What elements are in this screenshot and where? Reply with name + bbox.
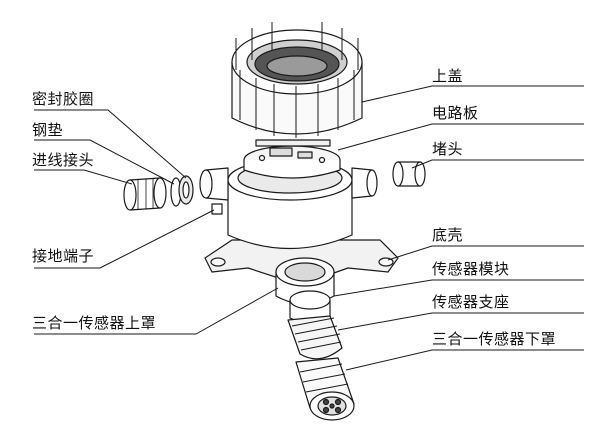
leader-bottom-shell xyxy=(387,245,584,261)
leader-sensor-upper-cover xyxy=(34,287,279,335)
label-sensor-bracket: 传感器支座 xyxy=(432,293,510,311)
leader-steel-washer xyxy=(34,139,175,185)
leader-ground-terminal xyxy=(34,209,215,269)
leader-sensor-module xyxy=(333,279,584,297)
sensor-lower-cover-part xyxy=(295,357,355,421)
leader-sensor-lower-cover xyxy=(345,349,584,371)
sensor-module-part xyxy=(289,290,331,324)
label-bottom-shell: 底壳 xyxy=(432,226,464,244)
seal-ring-part xyxy=(178,175,194,205)
label-cable-gland: 进线接头 xyxy=(32,151,95,169)
circuit-board-part xyxy=(243,139,341,179)
label-top-cover: 上盖 xyxy=(432,67,464,85)
leader-sensor-bracket xyxy=(337,312,584,331)
label-sensor-module: 传感器模块 xyxy=(432,260,510,278)
leader-plug xyxy=(411,159,584,169)
label-steel-washer: 钢垫 xyxy=(32,121,64,139)
leader-seal-ring xyxy=(34,109,187,179)
leader-circuit-board xyxy=(337,123,584,151)
plug-part xyxy=(392,161,426,187)
leader-top-cover xyxy=(361,85,584,103)
label-plug: 堵头 xyxy=(432,140,464,158)
label-sensor-upper-cover: 三合一传感器上罩 xyxy=(32,314,157,332)
label-ground-terminal: 接地端子 xyxy=(32,247,95,265)
sensor-bracket-part xyxy=(287,315,343,360)
leader-cable-gland xyxy=(34,169,133,185)
label-sensor-lower-cover: 三合一传感器下罩 xyxy=(432,330,557,348)
cable-gland-part xyxy=(123,177,167,211)
label-circuit-board: 电路板 xyxy=(432,104,479,122)
label-seal-ring: 密封胶圈 xyxy=(32,90,95,108)
top-cover-part xyxy=(231,22,363,138)
